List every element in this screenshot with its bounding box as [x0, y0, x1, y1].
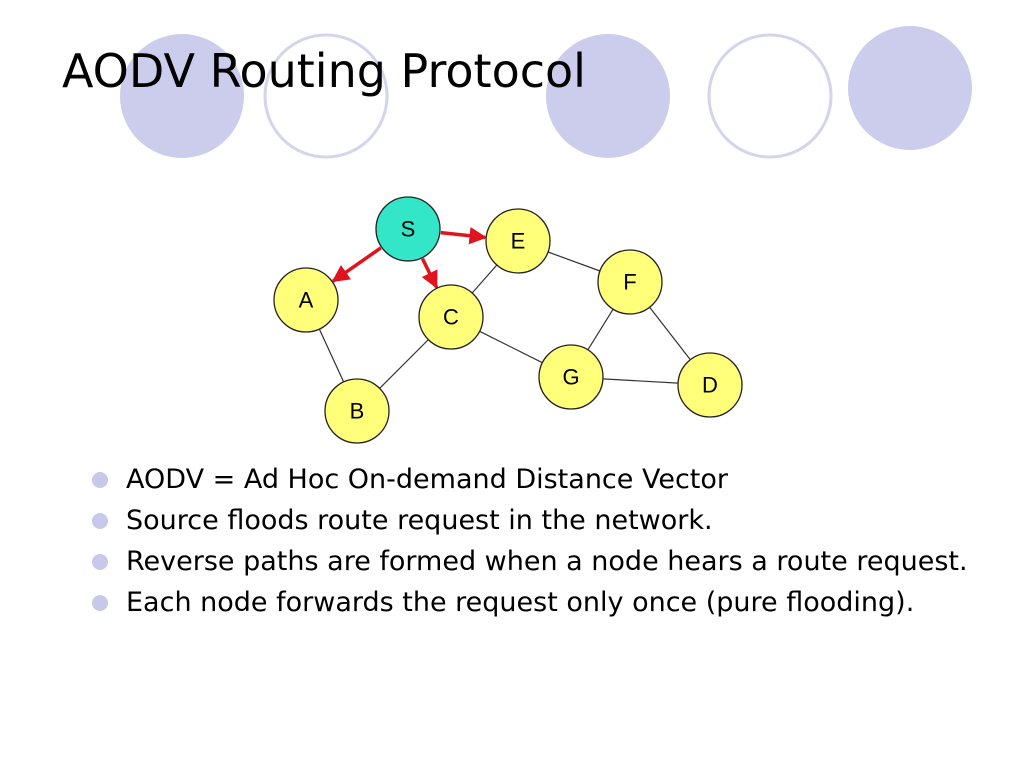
network-diagram: S E F A C G D B: [273, 196, 743, 444]
node-D-label: D: [702, 373, 718, 398]
node-A-label: A: [299, 288, 314, 313]
node-G: G: [538, 344, 604, 410]
node-C-circle: [418, 284, 484, 350]
decor-circle-outline-1: [263, 33, 389, 159]
bullet-item: Reverse paths are formed when a node hea…: [92, 546, 972, 577]
node-F: F: [597, 249, 663, 315]
decor-circle-filled-3: [848, 26, 972, 150]
request-arrow-S-C: [420, 257, 439, 289]
request-arrow-S-E: [440, 227, 487, 245]
nodes-layer: S E F A C G D B: [273, 196, 743, 444]
node-G-circle: [538, 344, 604, 410]
node-F-label: F: [623, 270, 636, 295]
request-arrow-S-A: [331, 246, 382, 283]
node-S: S: [375, 196, 441, 262]
node-D-circle: [677, 352, 743, 418]
bullet-dot-icon: [92, 554, 108, 570]
link-C-B: [379, 339, 429, 389]
bullet-text: Source floods route request in the netwo…: [126, 505, 713, 536]
decor-circle-outline-2: [707, 33, 833, 159]
node-F-circle: [597, 249, 663, 315]
slide-title: AODV Routing Protocol: [62, 44, 586, 98]
node-E-circle: [485, 208, 551, 274]
decor-circle-filled-1: [120, 34, 244, 158]
bullet-item: Each node forwards the request only once…: [92, 587, 972, 618]
node-A: A: [273, 267, 339, 333]
link-E-F: [547, 251, 601, 272]
decorative-circles: [120, 26, 972, 159]
link-E-C: [471, 264, 498, 294]
bullet-list: AODV = Ad Hoc On-demand Distance Vector …: [92, 464, 972, 628]
link-C-G: [479, 330, 543, 364]
node-E-label: E: [511, 229, 526, 254]
node-D: D: [677, 352, 743, 418]
link-A-B: [318, 328, 345, 383]
node-B-circle: [324, 378, 390, 444]
node-E: E: [485, 208, 551, 274]
node-C: C: [418, 284, 484, 350]
link-F-G: [587, 308, 614, 351]
node-B-label: B: [350, 399, 365, 424]
bullet-item: Source floods route request in the netwo…: [92, 505, 972, 536]
bullet-text: AODV = Ad Hoc On-demand Distance Vector: [126, 464, 729, 495]
node-C-label: C: [443, 305, 459, 330]
node-A-circle: [273, 267, 339, 333]
bullet-dot-icon: [92, 472, 108, 488]
link-F-D: [649, 306, 691, 361]
node-B: B: [324, 378, 390, 444]
bullet-text: Each node forwards the request only once…: [126, 587, 915, 618]
node-G-label: G: [562, 365, 579, 390]
node-S-label: S: [401, 217, 416, 242]
node-S-circle: [375, 196, 441, 262]
bullet-item: AODV = Ad Hoc On-demand Distance Vector: [92, 464, 972, 495]
decor-circle-filled-2: [546, 34, 670, 158]
bullet-dot-icon: [92, 595, 108, 611]
bullet-text: Reverse paths are formed when a node hea…: [126, 546, 968, 577]
links-layer: [318, 251, 691, 389]
request-arrows-layer: [331, 227, 487, 289]
link-G-D: [602, 378, 679, 384]
bullet-dot-icon: [92, 513, 108, 529]
